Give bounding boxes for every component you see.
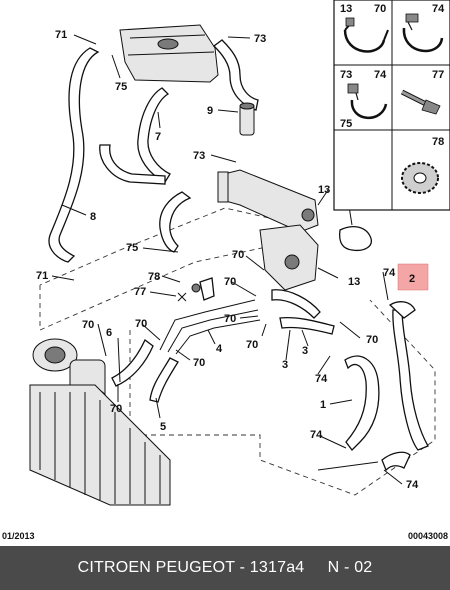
callout-71: 71 <box>36 270 48 282</box>
inset-label-78: 78 <box>432 136 444 148</box>
callout-74: 74 <box>406 479 419 491</box>
parts-diagram: 71 75 73 7 9 73 8 13 12 75 70 74 2 71 78… <box>29 0 450 506</box>
callout-13: 13 <box>348 276 360 288</box>
spring-clamp-icon <box>402 13 444 53</box>
callout-70: 70 <box>224 276 236 288</box>
inset-label-13: 13 <box>340 3 352 15</box>
inset-label-74: 74 <box>374 69 387 81</box>
callout-78: 78 <box>148 271 160 283</box>
hose-12 <box>338 225 372 252</box>
callout-7: 7 <box>155 131 161 143</box>
callout-71: 71 <box>55 29 67 41</box>
callout-75: 75 <box>115 81 127 93</box>
callout-1: 1 <box>320 399 326 411</box>
bolt-icon <box>400 89 441 115</box>
dashed-outline-upper <box>39 207 301 331</box>
radiator <box>29 384 171 506</box>
pipe-4 <box>159 299 261 355</box>
hose-7 <box>137 87 171 183</box>
sleeve-9 <box>239 102 255 136</box>
band-clamp-icon <box>347 83 388 120</box>
inset-panel: 13 70 74 73 74 75 77 78 <box>333 0 450 211</box>
inset-label-73: 73 <box>340 69 352 81</box>
hose-4-connector <box>199 277 215 301</box>
callout-74: 74 <box>310 429 323 441</box>
callout-73: 73 <box>254 33 266 45</box>
serrated-washer-icon <box>401 162 439 194</box>
callout-70: 70 <box>224 313 236 325</box>
callout-5: 5 <box>160 421 166 433</box>
caption-text: CITROEN PEUGEOT - 1317a4 N - 02 <box>77 559 373 576</box>
hose-5 <box>149 357 179 403</box>
hose-elbow-upper <box>99 144 166 185</box>
hose-75-middle <box>159 191 192 253</box>
callout-9: 9 <box>207 105 213 117</box>
callout-75: 75 <box>126 242 138 254</box>
callout-73: 73 <box>193 150 205 162</box>
callout-8: 8 <box>90 211 96 223</box>
bolt-77-mark <box>177 292 187 302</box>
diagram-date: 01/2013 <box>2 531 35 541</box>
diagram-ref: 00043008 <box>407 531 448 541</box>
dashed-outline-lower <box>129 299 436 496</box>
callout-4: 4 <box>216 343 223 355</box>
highlight-box-part-2 <box>397 263 429 291</box>
callout-77: 77 <box>134 286 146 298</box>
callout-70: 70 <box>232 249 244 261</box>
inset-label-77: 77 <box>432 69 444 81</box>
outlet-housing <box>217 169 319 291</box>
callout-74: 74 <box>315 373 328 385</box>
callout-70: 70 <box>366 334 378 346</box>
inset-label-74: 74 <box>432 3 445 15</box>
hose-6 <box>111 338 154 387</box>
clamp-icon <box>343 17 389 53</box>
caption-bar: CITROEN PEUGEOT - 1317a4 N - 02 <box>0 546 450 590</box>
nut-78 <box>191 283 201 293</box>
hose-3-upper <box>271 289 321 319</box>
inset-label-75: 75 <box>340 118 352 130</box>
callout-70: 70 <box>246 339 258 351</box>
hose-2 <box>392 309 429 451</box>
hose-2-upper <box>388 301 416 319</box>
callout-3: 3 <box>302 345 308 357</box>
callout-70: 70 <box>82 319 94 331</box>
inset-label-70: 70 <box>374 3 386 15</box>
callout-3: 3 <box>282 359 288 371</box>
callout-70: 70 <box>110 403 122 415</box>
callout-13: 13 <box>318 184 330 196</box>
callout-70: 70 <box>193 357 205 369</box>
hose-8 <box>48 47 100 263</box>
hose-3-lower <box>279 316 335 335</box>
callout-70: 70 <box>135 318 147 330</box>
hose-73-top <box>213 39 259 111</box>
hose-1 <box>344 355 380 451</box>
callout-74: 74 <box>383 267 396 279</box>
hose-end-74 <box>381 451 411 472</box>
callout-6: 6 <box>106 327 112 339</box>
expansion-tank <box>119 24 219 83</box>
callout-2[interactable]: 2 <box>409 273 415 285</box>
